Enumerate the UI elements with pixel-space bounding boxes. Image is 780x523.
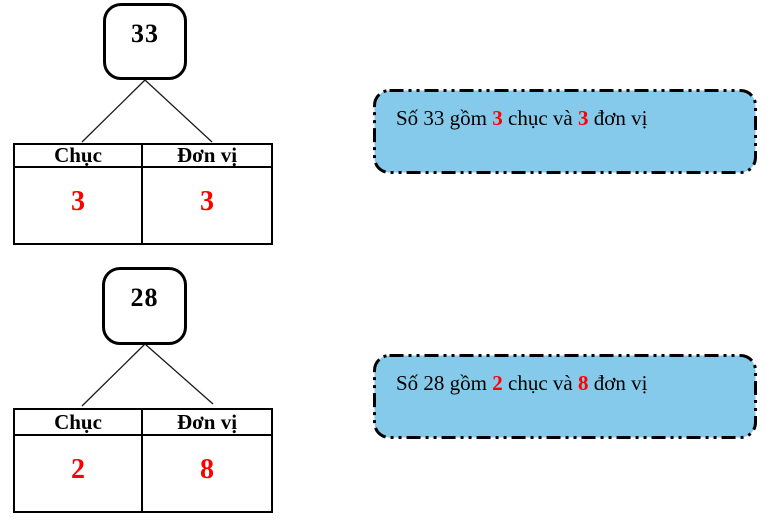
callout-text-segment: Số 33 gồm xyxy=(396,106,493,130)
callout-text-segment: chục và xyxy=(502,371,578,395)
connector-line-33-right xyxy=(144,79,213,143)
callout-text-segment: Số 28 gồm xyxy=(396,371,493,395)
units-value-cell: 8 xyxy=(200,453,214,485)
callout-33: Số 33 gồm 3 chục và 3 đơn vị xyxy=(372,88,758,175)
units-header-cell: Đơn vị xyxy=(143,143,271,168)
callout-text-segment: đơn vị xyxy=(588,106,648,130)
tens-header-cell: Chục xyxy=(15,410,143,436)
number-card-33: 33 xyxy=(103,3,187,80)
tens-header-cell: Chục xyxy=(15,143,143,168)
place-value-table-28: Chục Đơn vị 2 8 xyxy=(13,408,273,513)
callout-text-segment: chục và xyxy=(502,106,578,130)
number-card-33-value: 33 xyxy=(131,18,159,48)
callout-28-text: Số 28 gồm 2 chục và 8 đơn vị xyxy=(396,371,647,396)
connector-line-28-left xyxy=(81,343,146,407)
callout-text-segment-units: 3 xyxy=(577,106,589,130)
number-card-28-value: 28 xyxy=(130,283,159,312)
callout-28: Số 28 gồm 2 chục và 8 đơn vị xyxy=(372,353,758,440)
connector-line-33-left xyxy=(81,79,146,143)
connector-line-28-right xyxy=(144,343,214,405)
callout-text-segment-units: 8 xyxy=(577,371,589,395)
callout-33-box xyxy=(373,89,757,174)
callout-text-segment-tens: 3 xyxy=(492,106,503,130)
callout-28-box xyxy=(373,354,757,439)
tens-value-cell: 2 xyxy=(15,436,143,511)
units-value-cell: 3 xyxy=(200,185,214,217)
number-card-28: 28 xyxy=(102,267,187,345)
units-header-cell: Đơn vị xyxy=(143,410,271,436)
callout-text-segment-tens: 2 xyxy=(492,371,503,395)
place-value-table-33: Chục Đơn vị 3 3 xyxy=(13,143,273,245)
tens-value-cell: 3 xyxy=(15,168,143,243)
callout-text-segment: đơn vị xyxy=(588,371,648,395)
callout-28-border xyxy=(373,354,757,439)
callout-33-border xyxy=(373,89,757,174)
callout-33-text: Số 33 gồm 3 chục và 3 đơn vị xyxy=(396,106,647,131)
